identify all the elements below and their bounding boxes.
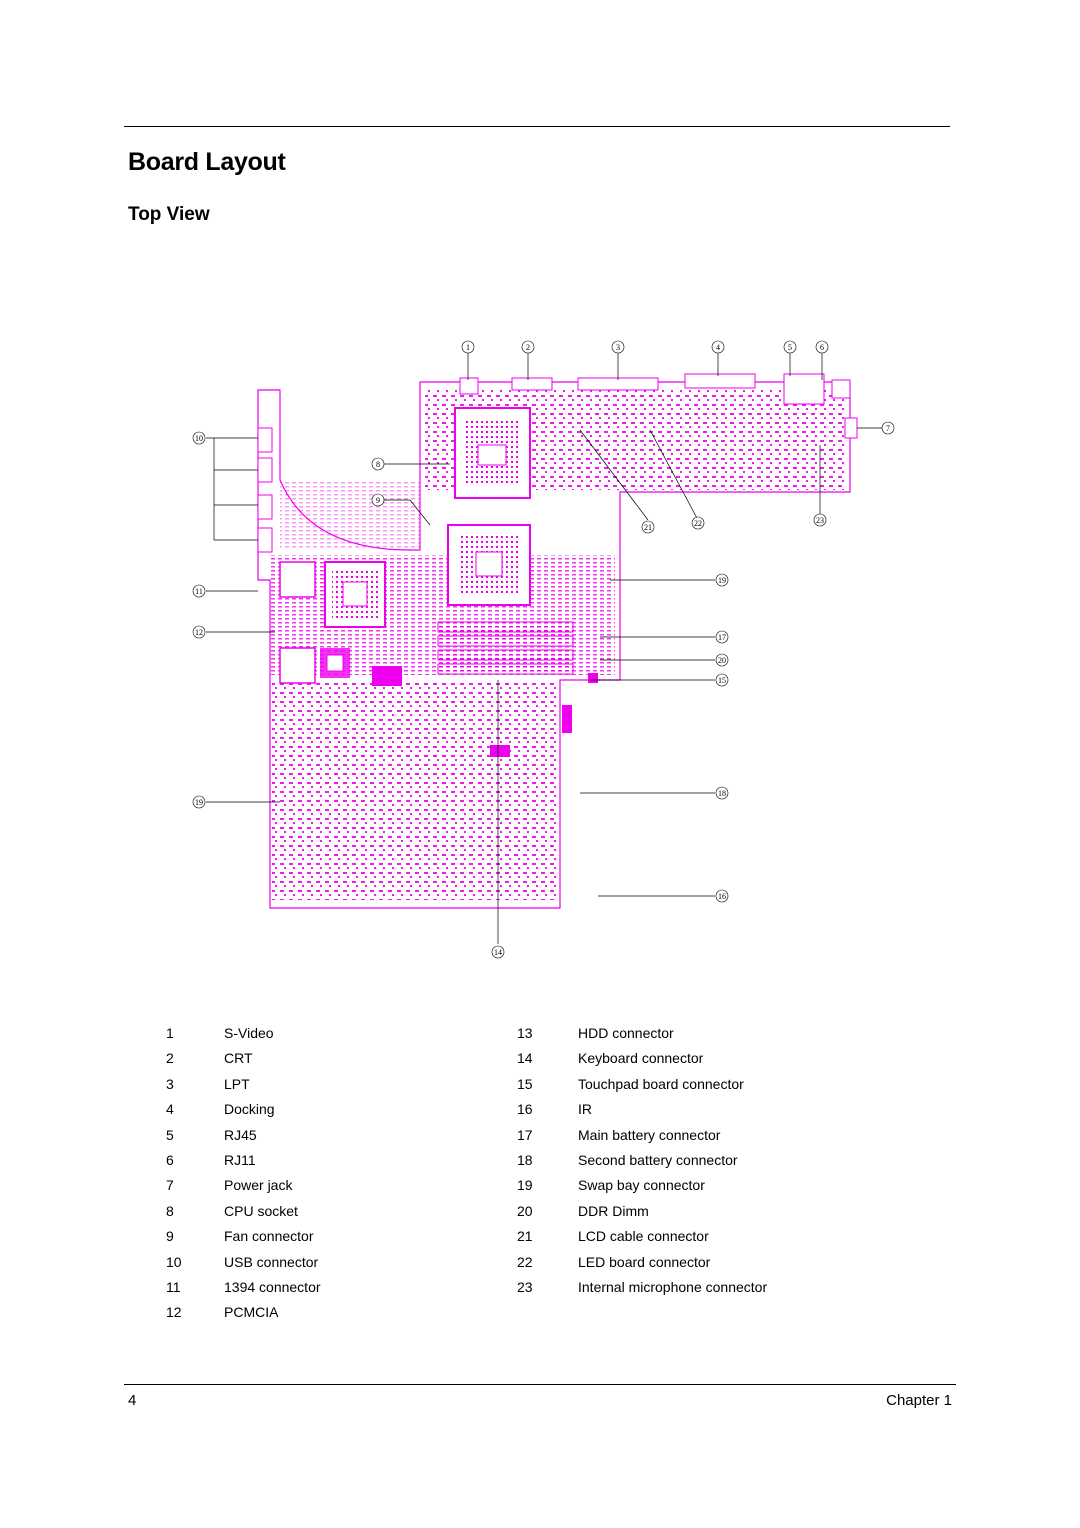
page-number: 4 (128, 1392, 137, 1409)
callout-20: 20 (715, 653, 729, 667)
svg-text:18: 18 (718, 789, 726, 798)
ddr-slot-1 (437, 621, 574, 633)
svg-text:17: 17 (718, 633, 726, 642)
docking-port (684, 373, 756, 389)
crt-port (511, 377, 553, 391)
svg-text:22: 22 (694, 519, 702, 528)
chip-b (279, 647, 316, 684)
component-area-low (272, 680, 557, 900)
callout-3: 3 (611, 340, 625, 354)
svg-text:11: 11 (195, 587, 203, 596)
ddr-slot-4 (437, 663, 574, 675)
callout-1: 1 (461, 340, 475, 354)
callout-21: 21 (641, 520, 655, 534)
chip-a (279, 561, 316, 598)
footer-rule (124, 1384, 956, 1385)
callout-18: 18 (715, 786, 729, 800)
svg-text:9: 9 (376, 496, 380, 505)
callout-23: 23 (813, 513, 827, 527)
section-title: Top View (128, 204, 210, 225)
page-title: Board Layout (128, 148, 286, 176)
svg-text:6: 6 (820, 343, 824, 352)
callout-16: 16 (715, 889, 729, 903)
header-rule (124, 126, 950, 127)
svg-text:20: 20 (718, 656, 726, 665)
svg-text:19: 19 (718, 576, 726, 585)
ddr-slot-2 (437, 635, 574, 647)
callout-19-right: 19 (715, 573, 729, 587)
callout-markers: 1 2 3 4 5 6 7 8 9 10 11 12 19 19 17 20 1… (192, 340, 895, 959)
svg-text:7: 7 (886, 424, 890, 433)
component-area-side (280, 480, 420, 550)
callout-9: 9 (371, 493, 385, 507)
svg-text:1: 1 (466, 343, 470, 352)
svideo-port (459, 377, 479, 395)
callout-11: 11 (192, 584, 206, 598)
chapter-label: Chapter 1 (886, 1392, 952, 1409)
svg-text:8: 8 (376, 460, 380, 469)
svg-text:12: 12 (195, 628, 203, 637)
svg-text:2: 2 (526, 343, 530, 352)
chip-d (372, 666, 402, 686)
callout-6: 6 (815, 340, 829, 354)
callout-4: 4 (711, 340, 725, 354)
callout-17: 17 (715, 630, 729, 644)
svg-text:23: 23 (816, 516, 824, 525)
rj45-port (783, 373, 825, 405)
svg-text:3: 3 (616, 343, 620, 352)
svg-text:5: 5 (788, 343, 792, 352)
callout-14: 14 (491, 945, 505, 959)
callout-15: 15 (715, 673, 729, 687)
callout-19-left: 19 (192, 795, 206, 809)
svg-text:16: 16 (718, 892, 726, 901)
svg-text:15: 15 (718, 676, 726, 685)
ddr-slot-3 (437, 649, 574, 661)
callout-22: 22 (691, 516, 705, 530)
rj11-port (831, 379, 851, 399)
svg-text:10: 10 (195, 434, 203, 443)
callout-2: 2 (521, 340, 535, 354)
board-layout-diagram: 1 2 3 4 5 6 7 8 9 10 11 12 19 19 17 20 1… (192, 340, 895, 959)
callout-8: 8 (371, 457, 385, 471)
callout-10: 10 (192, 431, 206, 445)
power-jack (844, 417, 858, 439)
callout-5: 5 (783, 340, 797, 354)
callout-7: 7 (881, 421, 895, 435)
callout-12: 12 (192, 625, 206, 639)
svg-text:14: 14 (494, 948, 502, 957)
svg-text:4: 4 (716, 343, 720, 352)
svg-text:19: 19 (195, 798, 203, 807)
svg-text:21: 21 (644, 523, 652, 532)
